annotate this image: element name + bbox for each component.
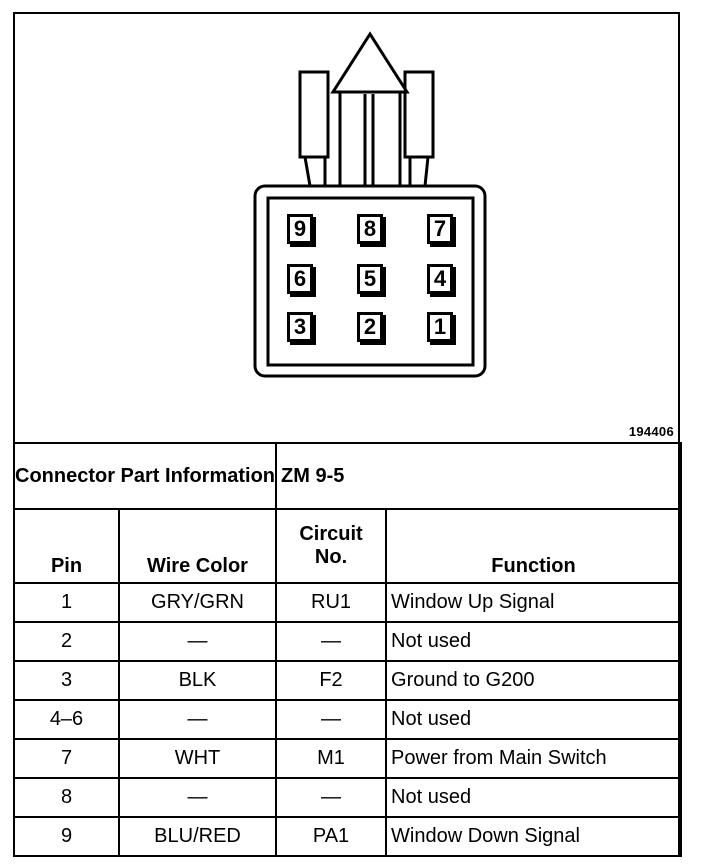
pin-cell: 4–6: [13, 699, 120, 740]
pin-cell: 1: [13, 582, 120, 623]
figure-id: 194406: [628, 424, 674, 439]
table-row: 8——Not used: [13, 777, 683, 818]
circuit-cell: —: [275, 621, 388, 662]
connector-pin-7: 7: [427, 214, 453, 244]
connector-pin-1: 1: [427, 312, 453, 342]
circuit-cell: RU1: [275, 582, 388, 623]
function-cell: Not used: [385, 621, 683, 662]
connector-pin-6: 6: [287, 264, 313, 294]
function-cell: Not used: [385, 777, 683, 818]
col-header-wire-color: Wire Color: [117, 508, 278, 584]
connector-pin-8: 8: [357, 214, 383, 244]
wire-color-cell: —: [117, 621, 278, 662]
col-header-circuit: Circuit No.: [275, 508, 388, 584]
part-info-row: Connector Part Information ZM 9-5: [12, 442, 683, 510]
function-cell: Window Up Signal: [385, 582, 683, 623]
connector-pin-label: 2: [363, 314, 377, 339]
wire-color-cell: GRY/GRN: [117, 582, 278, 623]
col-header-pin: Pin: [13, 508, 120, 584]
part-info-value: ZM 9-5: [275, 442, 683, 510]
pin-cell: 2: [13, 621, 120, 662]
wire-color-cell: BLK: [117, 660, 278, 701]
connector-pin-label: 7: [433, 216, 447, 241]
circuit-cell: —: [275, 777, 388, 818]
circuit-cell: —: [275, 699, 388, 740]
function-cell: Ground to G200: [385, 660, 683, 701]
connector-pin-label: 3: [293, 314, 307, 339]
circuit-cell: PA1: [275, 816, 388, 857]
connector-pin-5: 5: [357, 264, 383, 294]
pin-cell: 9: [13, 816, 120, 857]
connector-diagram: 9 8 7 6 5 4 3 2 1 194406: [15, 14, 678, 442]
wire-color-cell: WHT: [117, 738, 278, 779]
connector-pin-9: 9: [287, 214, 313, 244]
table-row: 4–6——Not used: [13, 699, 683, 740]
table-row: 2——Not used: [13, 621, 683, 662]
connector-pin-label: 4: [433, 266, 447, 291]
connector-pin-4: 4: [427, 264, 453, 294]
connector-pin-label: 8: [363, 216, 377, 241]
pin-cell: 3: [13, 660, 120, 701]
circuit-cell: M1: [275, 738, 388, 779]
connector-pin-label: 9: [293, 216, 307, 241]
column-header-row: Pin Wire Color Circuit No. Function: [13, 508, 683, 584]
connector-pin-label: 6: [293, 266, 307, 291]
circuit-cell: F2: [275, 660, 388, 701]
connector-drawing: [253, 31, 487, 378]
function-cell: Window Down Signal: [385, 816, 683, 857]
pinout-table: Connector Part Information ZM 9-5 Pin Wi…: [12, 442, 683, 857]
wire-color-cell: —: [117, 777, 278, 818]
connector-pin-label: 5: [363, 266, 377, 291]
function-cell: Power from Main Switch: [385, 738, 683, 779]
pin-cell: 7: [13, 738, 120, 779]
connector-pin-label: 1: [433, 314, 447, 339]
connector-pin-3: 3: [287, 312, 313, 342]
part-info-label: Connector Part Information: [12, 442, 278, 510]
wire-color-cell: —: [117, 699, 278, 740]
function-cell: Not used: [385, 699, 683, 740]
connector-pin-2: 2: [357, 312, 383, 342]
orientation-arrow: [330, 31, 410, 94]
col-header-circuit-text: Circuit No.: [299, 523, 363, 568]
col-header-function: Function: [385, 508, 683, 584]
pin-cell: 8: [13, 777, 120, 818]
wire-color-cell: BLU/RED: [117, 816, 278, 857]
